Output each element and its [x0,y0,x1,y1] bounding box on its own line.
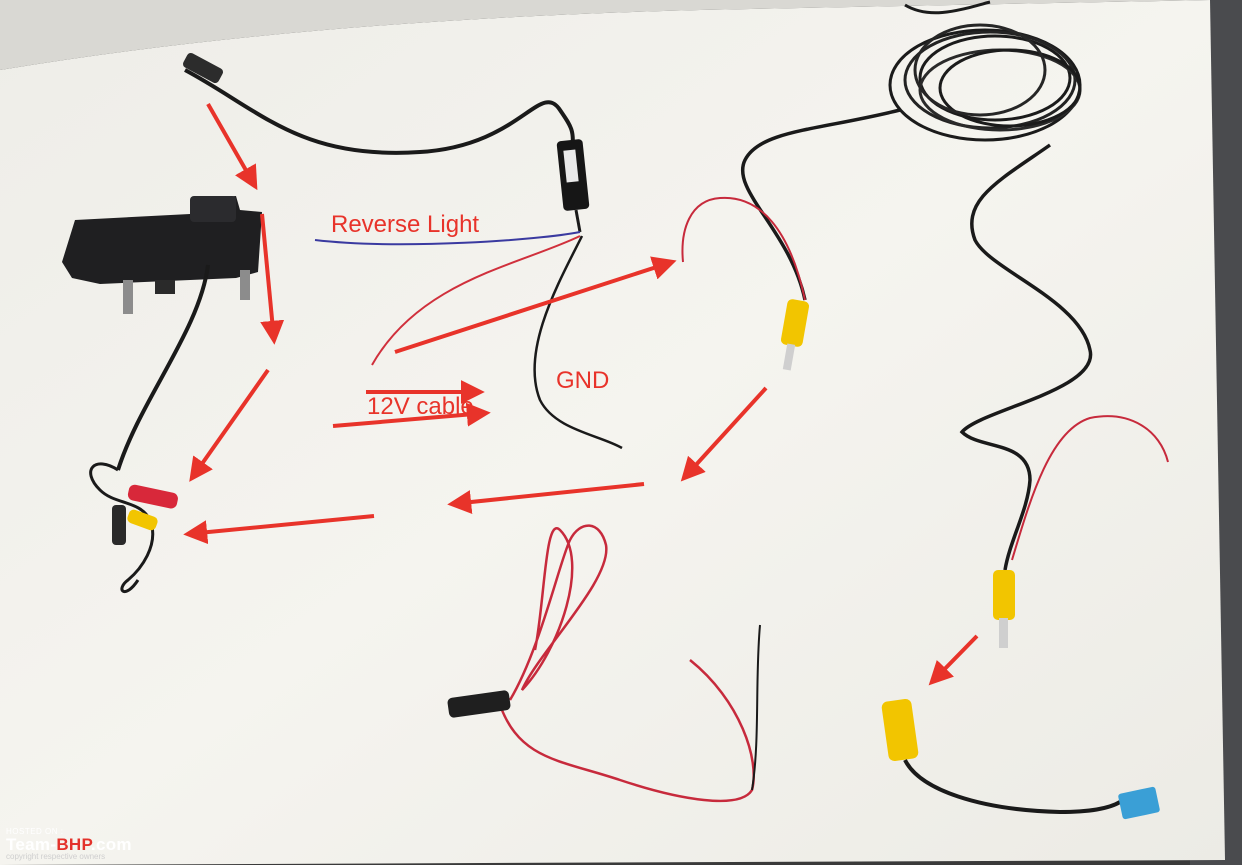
trigger-wire-right [1011,415,1169,561]
arrow-bottom-left [183,514,375,545]
arrow-12v-to-trigger [394,256,677,354]
rca-plug-top [780,299,810,347]
annotation-arrows [183,103,979,686]
arrow-to-pigtail [189,368,270,482]
watermark-brand-com: .com [90,835,132,854]
trigger-wire-top [681,196,806,301]
reverse-light-wire [314,231,581,246]
watermark-brand-team: Team- [6,835,57,854]
arrow-camera-down [260,213,285,345]
twelve-volt-cable-label: 12V cable [367,393,474,420]
watermark-hosted-on: HOSTED ON : [6,827,64,836]
power-harness [184,68,575,155]
arrow-rca-down [680,386,768,482]
blue-head-unit-connector [1118,786,1160,820]
arrow-center-left [447,482,645,514]
arrow-12v-b [332,402,491,428]
ground-wire [533,235,623,450]
watermark-copyright: copyright respective owners [6,852,106,861]
reverse-light-label: Reverse Light [331,211,480,238]
twelve-volt-wire [371,235,581,366]
watermark-brand-bhp: BHP [56,835,91,854]
reverse-camera [62,196,262,314]
camera-power-connector [127,484,178,509]
dc-plug [182,52,224,84]
gnd-label: GND [556,367,610,394]
arrow-plug-to-camera [206,103,258,191]
rca-socket-adapter [881,698,919,762]
arrow-to-adapter [928,634,979,686]
watermark-brand: Team-BHP.com [6,836,132,853]
red-power-lead [508,524,608,701]
video-extension-cable [888,0,1082,142]
rca-plug-right [993,570,1015,620]
dc-plug-bottom [447,690,511,718]
watermark: HOSTED ON : Team-BHP.com copyright respe… [6,828,132,861]
camera-rca-connector [127,509,158,531]
